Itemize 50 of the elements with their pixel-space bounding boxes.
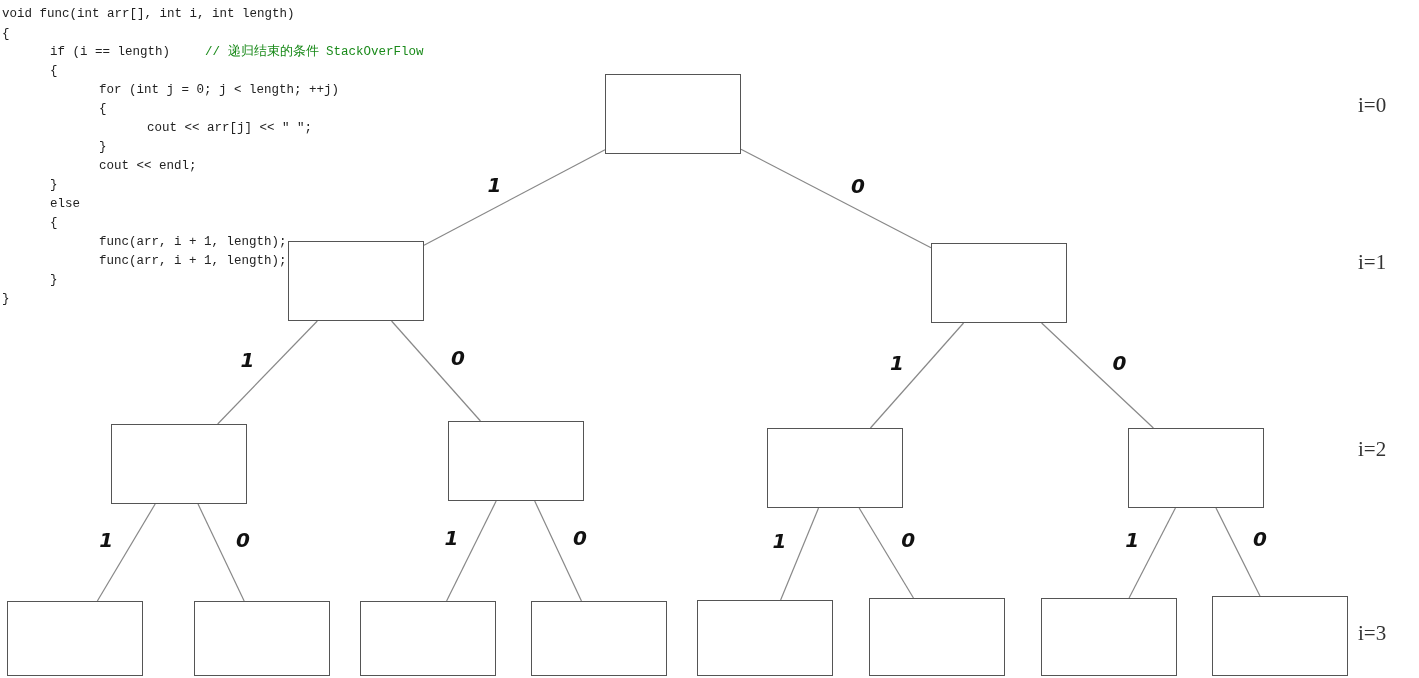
empty-box xyxy=(448,421,584,501)
code-line: for (int j = 0; j < length; ++j) xyxy=(99,82,340,98)
code-line: } xyxy=(99,139,107,155)
connector-line xyxy=(390,320,482,422)
connector-line xyxy=(1128,507,1176,599)
code-line: { xyxy=(50,215,58,231)
connector-line xyxy=(740,148,932,249)
connector-line xyxy=(217,320,318,425)
empty-box xyxy=(605,74,741,154)
code-line: func(arr, i + 1, length); xyxy=(99,253,287,269)
empty-box xyxy=(869,598,1005,676)
code-comment: // 递归结束的条件 StackOverFlow xyxy=(205,44,424,60)
connector-line xyxy=(858,507,915,599)
code-line: if (i == length) xyxy=(50,44,171,60)
empty-box xyxy=(194,601,330,676)
empty-box xyxy=(111,424,247,504)
empty-box xyxy=(1041,598,1177,676)
code-line: } xyxy=(50,177,58,193)
code-line: { xyxy=(99,101,107,117)
code-line: { xyxy=(50,63,58,79)
empty-box xyxy=(360,601,496,676)
connector-line xyxy=(534,500,583,602)
empty-box xyxy=(288,241,424,321)
connector-line xyxy=(869,322,965,429)
code-line: cout << arr[j] << " "; xyxy=(147,120,313,136)
code-line: } xyxy=(50,272,58,288)
code-line: } xyxy=(2,291,10,307)
level-label: i=1 xyxy=(1358,250,1387,275)
connector-line xyxy=(780,507,820,601)
empty-box xyxy=(1128,428,1264,508)
connector-line xyxy=(1215,507,1261,597)
connector-line xyxy=(197,503,245,602)
level-label: i=3 xyxy=(1358,621,1387,646)
empty-box xyxy=(697,600,833,676)
code-line: { xyxy=(2,26,10,42)
connector-line xyxy=(446,500,497,602)
empty-box xyxy=(531,601,667,676)
connector-line xyxy=(96,503,156,602)
level-label: i=2 xyxy=(1358,437,1387,462)
connector-line xyxy=(1041,322,1154,429)
code-line: func(arr, i + 1, length); xyxy=(99,234,287,250)
connector-line xyxy=(423,149,606,246)
empty-box xyxy=(767,428,903,508)
code-line: else xyxy=(50,196,80,212)
empty-box xyxy=(1212,596,1348,676)
code-line: cout << endl; xyxy=(99,158,197,174)
code-line: void func(int arr[], int i, int length) xyxy=(2,6,295,22)
level-label: i=0 xyxy=(1358,93,1387,118)
empty-box xyxy=(931,243,1067,323)
empty-box xyxy=(7,601,143,676)
